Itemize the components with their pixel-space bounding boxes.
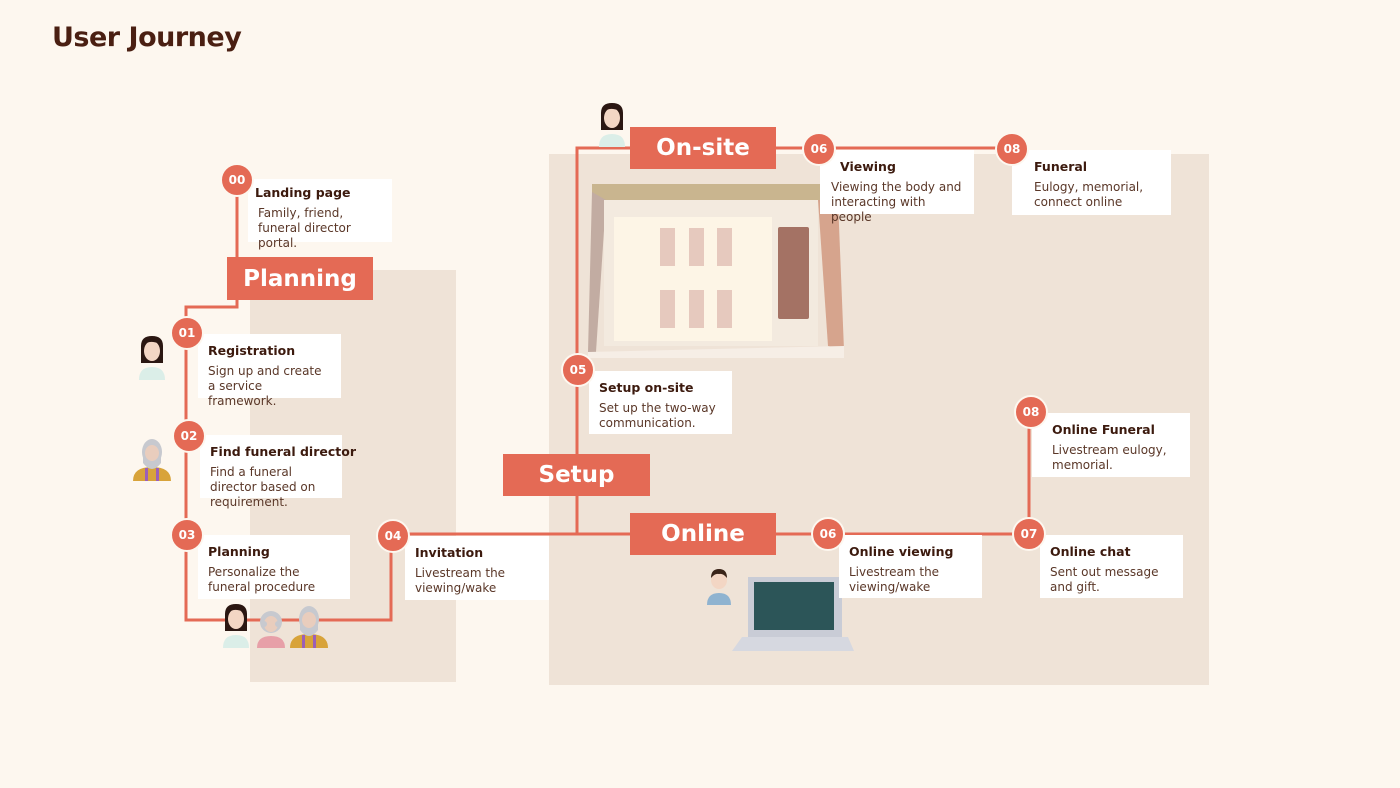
phase-planning: Planning [227,257,373,300]
person-woman-icon [599,103,625,147]
person-woman-icon [139,336,165,380]
step-title: Registration [208,343,296,358]
step-desc: Livestream the viewing/wake [415,566,506,595]
step-title: Online viewing [849,544,954,559]
step-desc: Find a funeral director based on require… [210,465,316,509]
step-node-03: 03 [170,518,204,552]
step-desc: Livestream eulogy, memorial. [1052,443,1167,472]
phase-setup: Setup [503,454,650,496]
step-card-find-director: Find funeral director Find a funeral dir… [200,435,356,509]
step-card-online-viewing: Online viewing Livestream the viewing/wa… [839,535,982,598]
step-card-online-funeral: Online Funeral Livestream eulogy, memori… [1032,413,1190,477]
step-card-landing-page: Landing page Family, friend, funeral dir… [248,179,392,250]
step-title: Setup on-site [599,380,694,395]
step-card-invitation: Invitation Livestream the viewing/wake [405,536,549,600]
person-woman-icon [223,604,249,648]
step-card-viewing: Viewing Viewing the body and interacting… [820,150,974,224]
person-elder-woman-icon [257,611,285,648]
step-node-07-online: 07 [1012,517,1046,551]
step-desc: Personalize the funeral procedure [208,565,316,594]
step-card-planning: Planning Personalize the funeral procedu… [198,535,350,599]
step-title: Landing page [255,185,351,200]
step-title: Planning [208,544,270,559]
step-card-online-chat: Online chat Sent out message and gift. [1040,535,1183,598]
page-title: User Journey [52,22,242,53]
step-node-04: 04 [376,519,410,553]
person-elder-man-icon [290,606,328,648]
phase-onsite: On-site [630,127,776,169]
step-desc: Family, friend, funeral director portal. [258,206,351,250]
step-node-01: 01 [170,316,204,350]
step-node-02: 02 [172,419,206,453]
phase-online: Online [630,513,776,555]
step-card-setup-onsite: Setup on-site Set up the two-way communi… [589,371,732,434]
step-node-05: 05 [561,353,595,387]
step-desc: Livestream the viewing/wake [849,565,940,594]
step-desc: Sent out message and gift. [1050,565,1159,594]
step-desc: Viewing the body and interacting with pe… [831,180,962,224]
step-node-08-onsite: 08 [995,132,1029,166]
step-card-funeral: Funeral Eulogy, memorial, connect online [1012,150,1171,215]
person-elder-man-icon [133,439,171,481]
step-node-06-online: 06 [811,517,845,551]
step-title: Viewing [840,159,896,174]
step-card-registration: Registration Sign up and create a servic… [198,334,341,408]
step-title: Online Funeral [1052,422,1155,437]
step-desc: Sign up and create a service framework. [208,364,322,408]
step-title: Funeral [1034,159,1088,174]
step-title: Online chat [1050,544,1131,559]
step-title: Invitation [415,545,484,560]
step-desc: Eulogy, memorial, connect online [1034,180,1144,209]
step-title: Find funeral director [210,444,356,459]
step-node-06-onsite: 06 [802,132,836,166]
step-node-08-online: 08 [1014,395,1048,429]
step-node-00: 00 [220,163,254,197]
step-desc: Set up the two-way communication. [599,401,716,430]
person-boy-icon [707,569,731,605]
